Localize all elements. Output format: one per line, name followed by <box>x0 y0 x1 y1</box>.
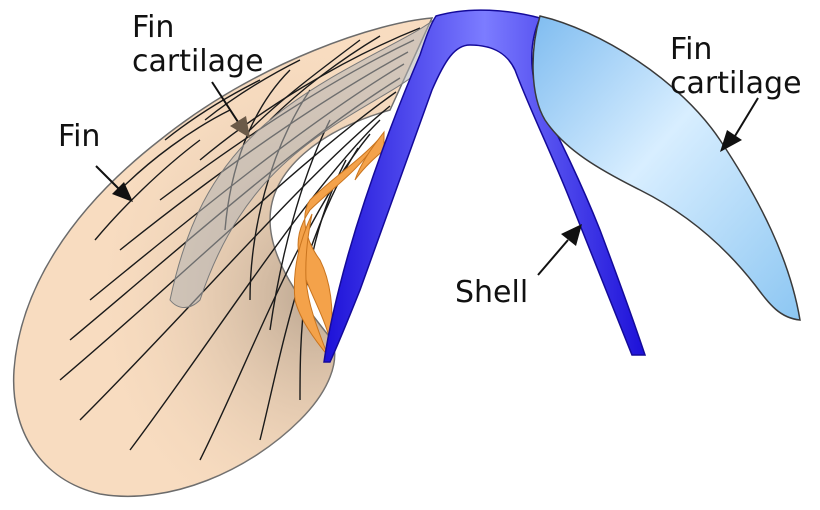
fin-cartilage-label-right-line2: cartilage <box>670 66 802 101</box>
fin-cartilage-label-right-line1: Fin <box>670 32 713 67</box>
shell-label: Shell <box>455 275 529 310</box>
fin-label: Fin <box>58 119 101 154</box>
arrowhead <box>561 224 582 246</box>
fin-shading <box>13 18 432 497</box>
arrowhead <box>112 182 133 202</box>
arrow-fin <box>95 165 121 191</box>
fin-cartilage-label-left: Fin cartilage <box>132 11 264 79</box>
arrow-fin-cartilage-right <box>734 97 759 137</box>
arrow-shell <box>537 239 569 276</box>
left-fin-cartilage <box>169 17 437 308</box>
fin-cartilage-label-left-line2: cartilage <box>132 44 264 79</box>
muscle-bundle <box>354 130 385 181</box>
fin-cartilage-label-right: Fin cartilage <box>670 33 802 101</box>
arrowhead <box>230 116 250 138</box>
arrow-fin-cartilage-left <box>211 81 241 126</box>
arrowhead <box>720 130 742 152</box>
label-arrows <box>95 81 759 276</box>
right-fin-cartilage <box>532 15 801 321</box>
fin-cartilage-label-left-line1: Fin <box>132 10 175 45</box>
